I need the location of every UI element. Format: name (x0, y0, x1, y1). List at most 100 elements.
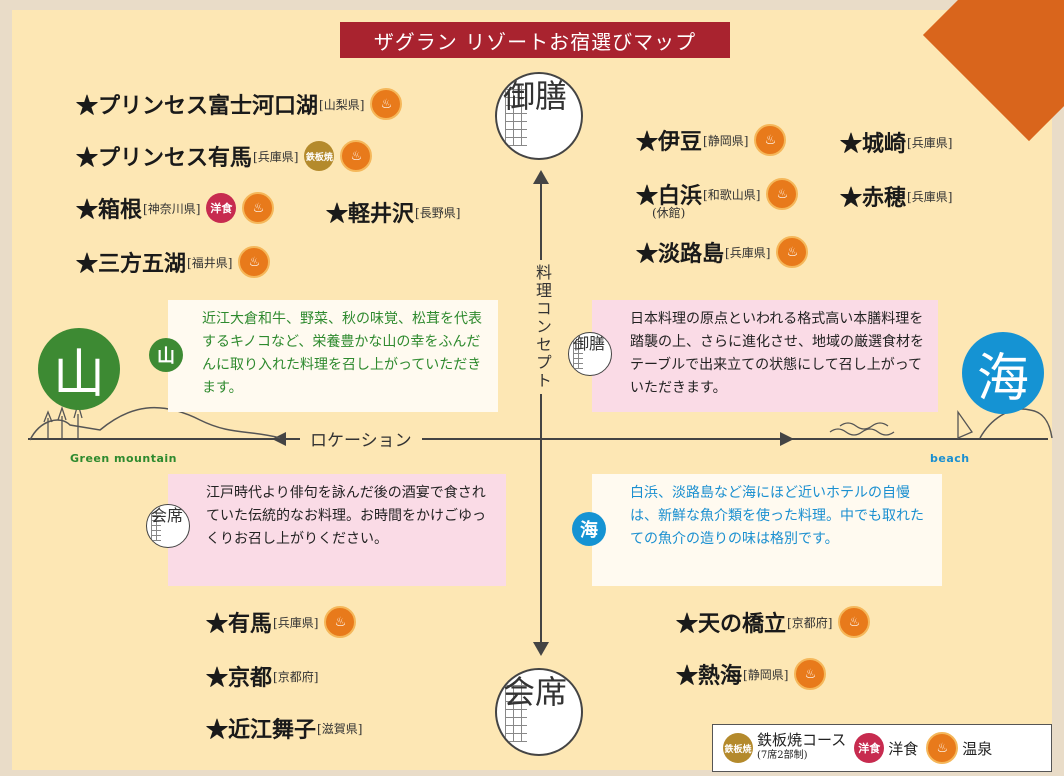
legend: 鉄板焼 鉄板焼コース (7席2部制) 洋食 洋食 ♨ 温泉 (712, 724, 1052, 772)
mountain-circle: 山 (38, 328, 120, 410)
onsen-icon: ♨ (340, 140, 373, 172)
mountain-badge: 山 (149, 338, 183, 372)
onsen-icon: ♨ (238, 246, 271, 278)
hotel-pref: [京都府] (273, 669, 319, 684)
vertical-axis (540, 178, 542, 648)
hotel-name: ★熱海 (676, 663, 743, 689)
hotel-pref: [静岡県] (743, 667, 789, 682)
hotel-pref: [和歌山県] (703, 187, 761, 202)
grid-pattern (573, 339, 583, 369)
green-mountain-label: Green mountain (70, 452, 177, 465)
legend-teppan-text: 鉄板焼コース (7席2部制) (757, 732, 846, 764)
gozen-circle: 御膳 (495, 72, 583, 160)
hotel-name: ★近江舞子 (206, 717, 317, 743)
hotel-awajishima[interactable]: ★淡路島[兵庫県] ♨ (636, 236, 809, 268)
cuisine-concept-label: 料理コンセプト (528, 260, 554, 394)
hotel-name: ★軽井沢 (326, 201, 415, 227)
kaiseki-circle: 会席 (495, 668, 583, 756)
hotel-name: ★有馬 (206, 611, 273, 637)
arrow-right-icon (780, 432, 794, 446)
hotel-arima[interactable]: ★有馬[兵庫県] ♨ (206, 606, 357, 638)
teppan-icon: 鉄板焼 (304, 141, 335, 171)
hotel-name: ★赤穂 (840, 185, 907, 211)
mountain-description: 近江大倉和牛、野菜、秋の味覚、松茸を代表するキノコなど、栄養豊かな山の幸をふんだ… (168, 300, 498, 412)
sea-circle: 海 (962, 332, 1044, 414)
legend-teppan-label: 鉄板焼コース (757, 731, 847, 749)
hotel-name: ★箱根 (76, 197, 143, 223)
map-title: ザグラン リゾートお宿選びマップ (340, 22, 730, 58)
legend-yoshoku-label: 洋食 (888, 739, 919, 758)
legend-yoshoku: 洋食 洋食 (854, 733, 918, 763)
hotel-shirahama[interactable]: ★白浜[和歌山県] ♨ (休館) (636, 178, 799, 220)
gozen-description: 日本料理の原点といわれる格式高い本膳料理を踏襲の上、さらに進化させ、地域の厳選食… (592, 300, 938, 412)
onsen-icon: ♨ (242, 192, 275, 224)
hotel-name: ★淡路島 (636, 241, 725, 267)
hotel-pref: [神奈川県] (143, 201, 201, 216)
hotel-omimaiko[interactable]: ★近江舞子[滋賀県] (206, 712, 362, 744)
hotel-pref: [福井県] (187, 255, 233, 270)
hotel-princess-arima[interactable]: ★プリンセス有馬[兵庫県] 鉄板焼 ♨ (76, 140, 373, 172)
hotel-pref: [兵庫県] (725, 245, 771, 260)
onsen-icon: ♨ (324, 606, 357, 638)
hotel-name: ★三方五湖 (76, 251, 187, 277)
hotel-pref: [兵庫県] (253, 149, 299, 164)
onsen-icon: ♨ (794, 658, 827, 690)
kaiseki-badge-char: 会席 (150, 506, 183, 525)
legend-onsen: ♨ 温泉 (926, 732, 992, 764)
arrow-up-icon (533, 170, 549, 184)
hotel-name: ★伊豆 (636, 129, 703, 155)
onsen-icon: ♨ (766, 178, 799, 210)
hotel-name: ★京都 (206, 665, 273, 691)
hotel-fuji-kawaguchiko[interactable]: ★プリンセス富士河口湖[山梨県] ♨ (76, 88, 403, 120)
hotel-hakone[interactable]: ★箱根[神奈川県] 洋食 ♨ (76, 192, 275, 224)
legend-onsen-label: 温泉 (962, 739, 993, 758)
hotel-amanohashidate[interactable]: ★天の橋立[京都府] ♨ (676, 606, 871, 638)
legend-teppan-note: (7席2部制) (757, 750, 808, 761)
horizontal-axis (28, 438, 1048, 440)
hotel-atami[interactable]: ★熱海[静岡県] ♨ (676, 658, 827, 690)
hotel-pref: [長野県] (415, 205, 461, 220)
hotel-name: ★天の橋立 (676, 611, 787, 637)
hotel-pref: [静岡県] (703, 133, 749, 148)
onsen-icon: ♨ (754, 124, 787, 156)
hotel-mikatagoko[interactable]: ★三方五湖[福井県] ♨ (76, 246, 271, 278)
grid-pattern (505, 86, 527, 146)
gozen-badge: 御膳 (568, 332, 612, 376)
hotel-name: ★城崎 (840, 131, 907, 157)
hotel-kinosaki[interactable]: ★城崎[兵庫県] (840, 126, 952, 158)
hotel-pref: [京都府] (787, 615, 833, 630)
hotel-pref: [山梨県] (319, 97, 365, 112)
kaiseki-badge: 会席 (146, 504, 190, 548)
arrow-left-icon (272, 432, 286, 446)
grid-pattern (505, 682, 527, 742)
onsen-icon: ♨ (926, 732, 959, 764)
hotel-kyoto[interactable]: ★京都[京都府] (206, 660, 318, 692)
hotel-pref: [兵庫県] (907, 189, 953, 204)
hotel-ako[interactable]: ★赤穂[兵庫県] (840, 180, 952, 212)
teppan-icon: 鉄板焼 (723, 733, 753, 763)
location-label: ロケーション (300, 426, 422, 451)
beach-label: beach (930, 452, 970, 465)
sea-badge: 海 (572, 512, 606, 546)
hotel-name: ★白浜 (636, 183, 703, 209)
hotel-pref: [滋賀県] (317, 721, 363, 736)
legend-teppan: 鉄板焼 鉄板焼コース (7席2部制) (723, 732, 846, 764)
grid-pattern (151, 511, 161, 541)
gozen-badge-char: 御膳 (572, 334, 605, 353)
kaiseki-char: 会席 (502, 673, 567, 711)
arrow-down-icon (533, 642, 549, 656)
hotel-name: ★プリンセス富士河口湖 (76, 93, 319, 119)
yoshoku-icon: 洋食 (854, 733, 885, 763)
hotel-pref: [兵庫県] (273, 615, 319, 630)
gozen-char: 御膳 (502, 77, 567, 115)
closed-note: (休館) (652, 206, 686, 220)
onsen-icon: ♨ (838, 606, 871, 638)
onsen-icon: ♨ (776, 236, 809, 268)
onsen-icon: ♨ (370, 88, 403, 120)
hotel-karuizawa[interactable]: ★軽井沢[長野県] (326, 196, 460, 228)
kaiseki-description: 江戸時代より俳句を詠んだ後の酒宴で食されていた伝統的なお料理。お時間をかけごゆっ… (168, 474, 506, 586)
sea-description: 白浜、淡路島など海にほど近いホテルの自慢は、新鮮な魚介類を使った料理。中でも取れ… (592, 474, 942, 586)
hotel-izu[interactable]: ★伊豆[静岡県] ♨ (636, 124, 787, 156)
